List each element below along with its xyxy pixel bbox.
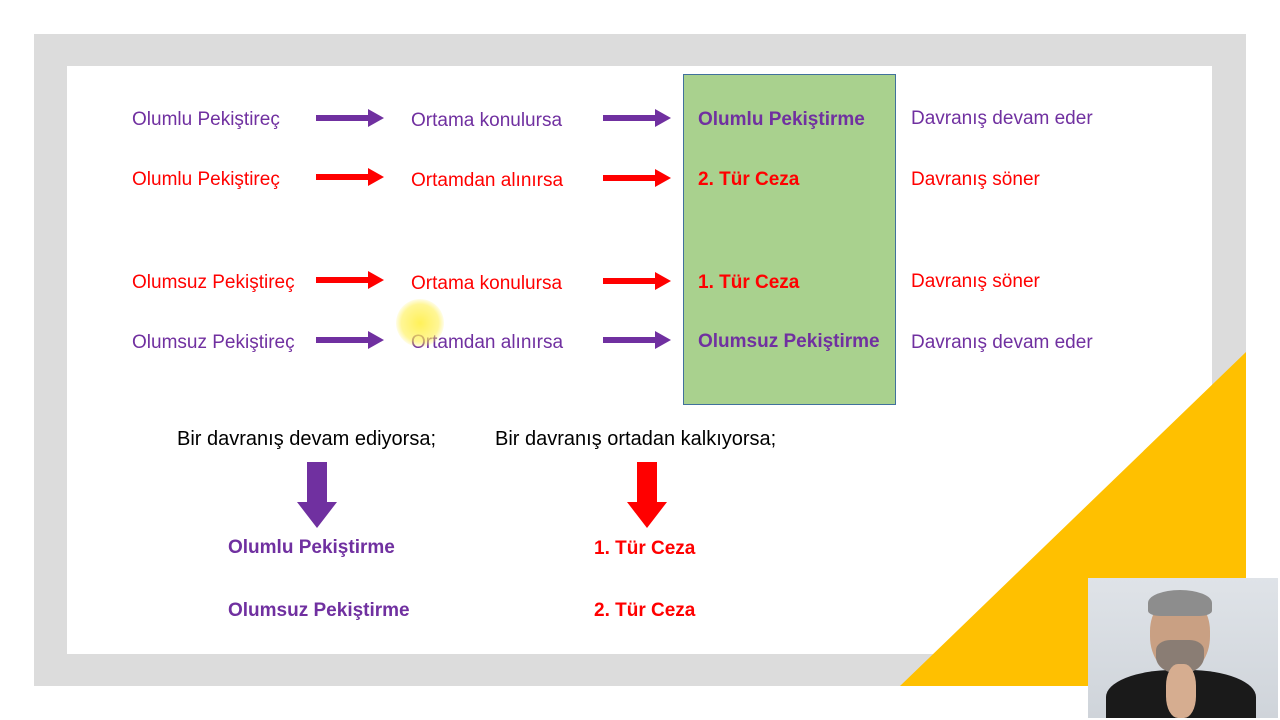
continuing-behavior-heading: Bir davranış devam ediyorsa; [177,428,437,450]
row1-action: Ortama konulursa [411,110,563,131]
down-arrow-purple-icon [297,462,337,530]
row2-result: 2. Tür Ceza [698,169,800,190]
continuing-item-1: Olumlu Pekiştirme [228,537,395,558]
row1-source: Olumlu Pekiştireç [132,109,280,130]
row4-result: Olumsuz Pekiştirme [698,331,880,352]
stopping-behavior-heading: Bir davranış ortadan kalkıyorsa; [495,428,777,450]
row2-action: Ortamdan alınırsa [411,170,564,191]
row2-outcome: Davranış söner [911,169,1040,190]
presenter-webcam [1088,578,1278,718]
stopping-item-1: 1. Tür Ceza [594,538,696,559]
row4-outcome: Davranış devam eder [911,332,1093,353]
row1-outcome: Davranış devam eder [911,108,1093,129]
row2-source: Olumlu Pekiştireç [132,169,280,190]
slide-canvas [67,66,1212,654]
row3-source: Olumsuz Pekiştireç [132,272,295,293]
row3-result: 1. Tür Ceza [698,272,800,293]
row3-action: Ortama konulursa [411,273,563,294]
row4-source: Olumsuz Pekiştireç [132,332,295,353]
laser-pointer-highlight [396,299,444,347]
row3-outcome: Davranış söner [911,271,1040,292]
row4-action: Ortamdan alınırsa [411,332,564,353]
row1-result: Olumlu Pekiştirme [698,109,865,130]
continuing-item-2: Olumsuz Pekiştirme [228,600,410,621]
stopping-item-2: 2. Tür Ceza [594,600,696,621]
results-highlight-box [683,74,896,405]
down-arrow-red-icon [627,462,667,530]
